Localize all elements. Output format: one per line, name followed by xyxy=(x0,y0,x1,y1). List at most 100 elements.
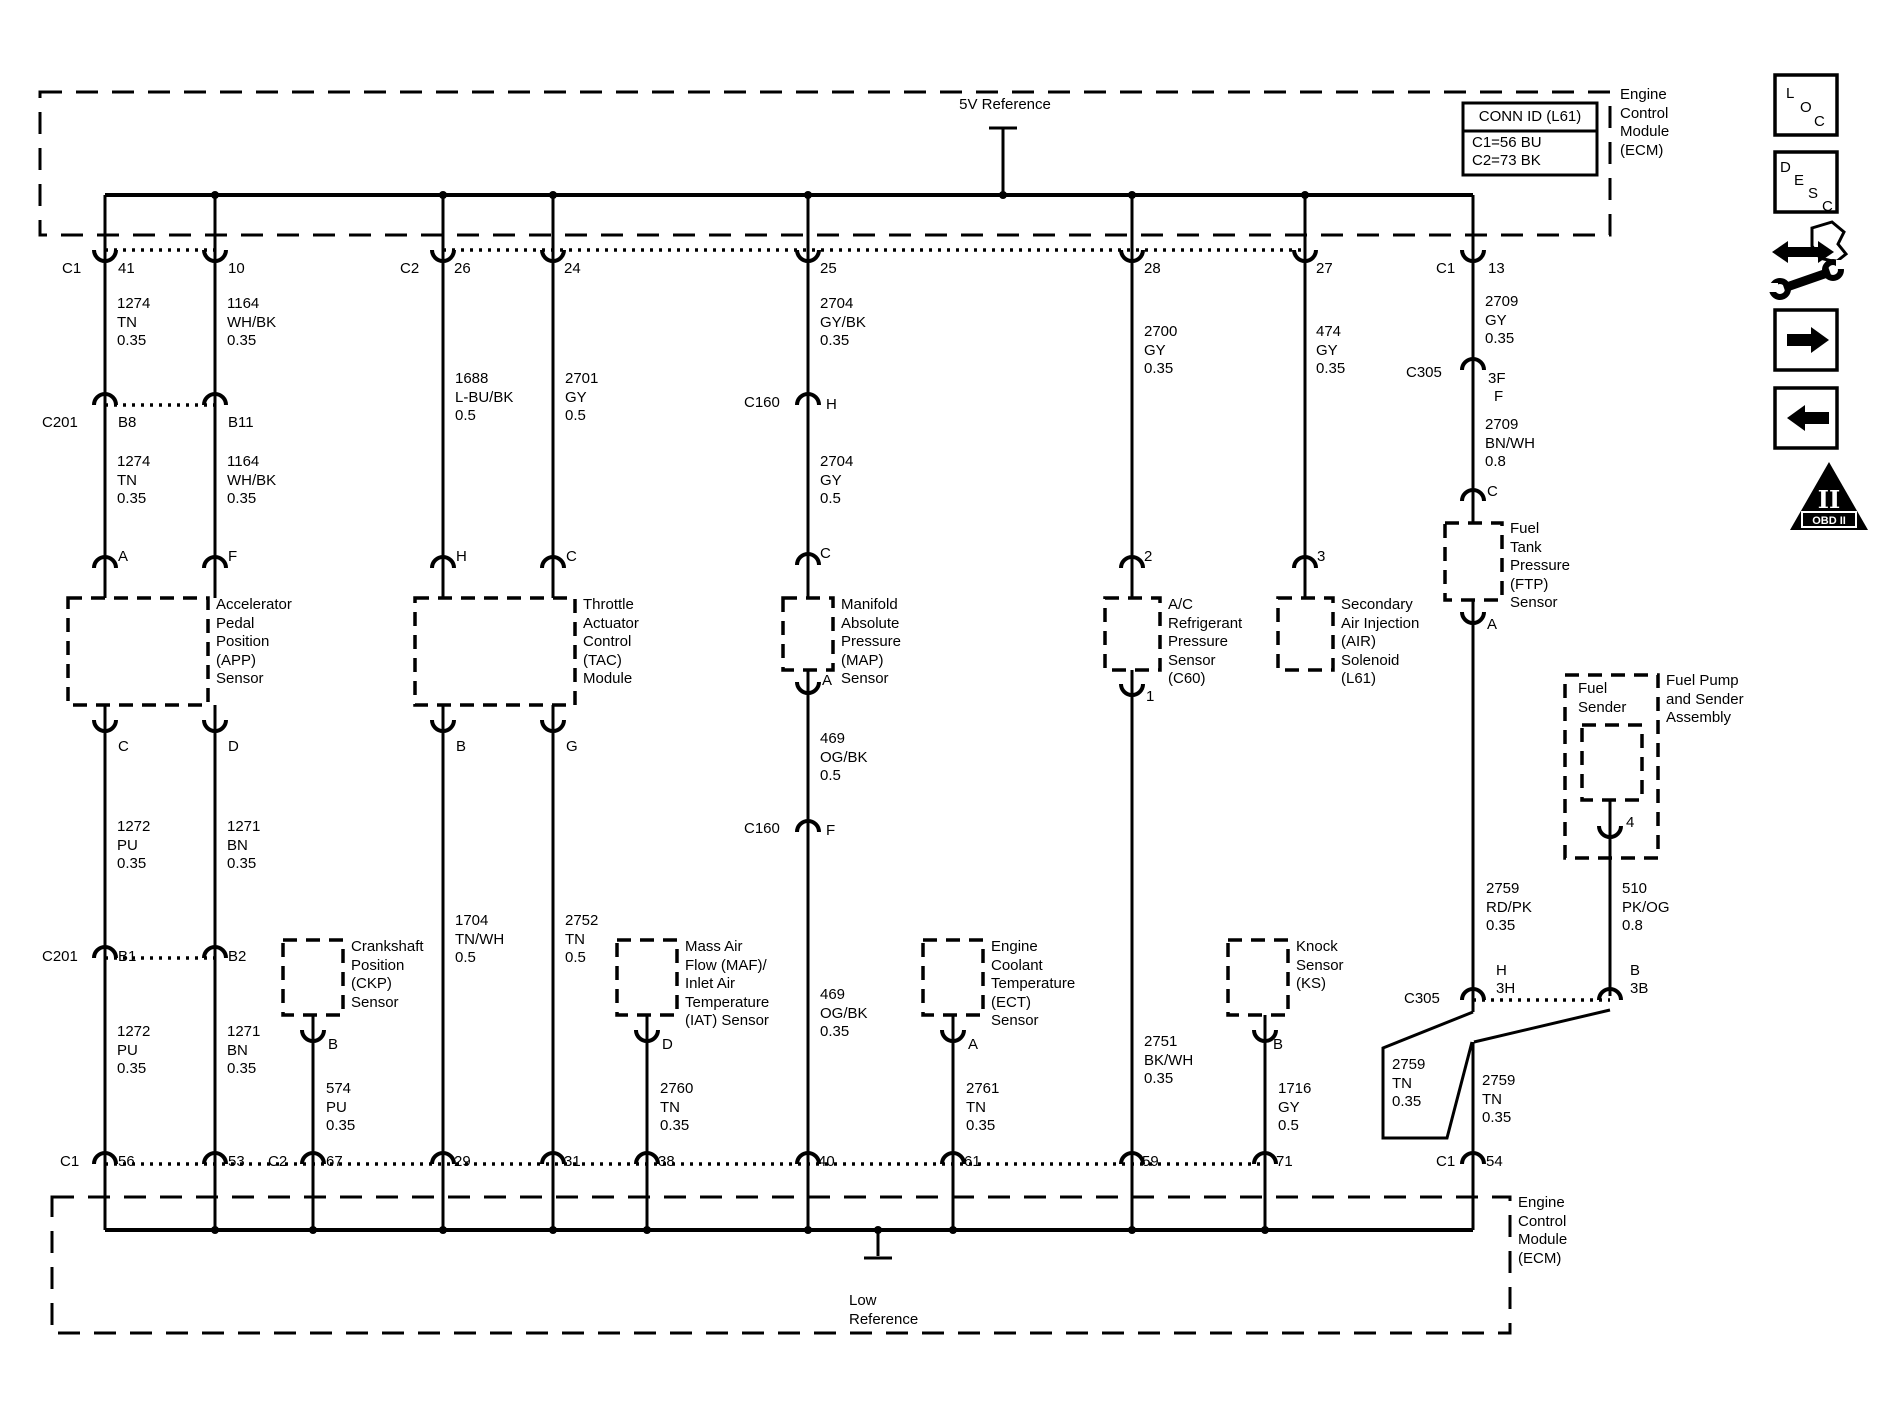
connector-c305-bottom: C305 xyxy=(1404,990,1440,1007)
pin-29: 29 xyxy=(454,1153,471,1170)
connector-c305-top: C305 xyxy=(1406,364,1442,381)
ftp-sensor-label: Fuel Tank Pressure (FTP) Sensor xyxy=(1510,520,1571,611)
pin-38: 38 xyxy=(658,1153,675,1170)
desc-letter-e: E xyxy=(1794,172,1804,189)
pin-c1-top-right: C1 xyxy=(1436,260,1456,277)
pin-27: 27 xyxy=(1316,260,1333,277)
pin-26: 26 xyxy=(454,260,471,277)
conn-id-box xyxy=(1461,101,1599,177)
wire-2701: 2701 GY 0.5 xyxy=(565,370,599,424)
wire-1271-lower: 1271 BN 0.35 xyxy=(227,1023,261,1077)
pin-31: 31 xyxy=(564,1153,581,1170)
pin-54: 54 xyxy=(1486,1153,1503,1170)
wire-1271-upper: 1271 BN 0.35 xyxy=(227,818,261,872)
pin-d-app: D xyxy=(228,738,239,755)
wire-469-upper: 469 OG/BK 0.5 xyxy=(820,730,868,784)
ckp-sensor-box xyxy=(281,938,345,1017)
pin-67: 67 xyxy=(326,1153,343,1170)
forward-arrow-button[interactable] xyxy=(1773,308,1839,372)
air-solenoid-box xyxy=(1276,596,1335,672)
wire-1164-top: 1164 WH/BK 0.35 xyxy=(227,295,277,349)
pin-c-app: C xyxy=(118,738,129,755)
pin-a-map: A xyxy=(822,672,833,689)
wire-2759-tn-left: 2759 TN 0.35 xyxy=(1392,1056,1426,1110)
loc-button[interactable]: L O C xyxy=(1773,73,1839,137)
pin-1-ac: 1 xyxy=(1146,688,1155,705)
ac-pressure-sensor-label: A/C Refrigerant Pressure Sensor (C60) xyxy=(1168,596,1243,687)
ecm-top-box xyxy=(38,90,1612,237)
connector-c201-bottom: C201 xyxy=(42,948,78,965)
pin-h-tac: H xyxy=(456,548,467,565)
app-sensor-box xyxy=(66,596,210,707)
obd2-label: OBD II xyxy=(1812,515,1846,527)
desc-letter-d: D xyxy=(1780,159,1791,176)
pin-h-c305: H xyxy=(1496,962,1507,979)
maf-iat-sensor-label: Mass Air Flow (MAF)/ Inlet Air Temperatu… xyxy=(685,938,770,1029)
pin-41: 41 xyxy=(118,260,135,277)
pin-b-ks: B xyxy=(1273,1036,1284,1053)
pin-c1-top: C1 xyxy=(62,260,82,277)
pin-b2: B2 xyxy=(228,948,247,965)
wire-474: 474 GY 0.35 xyxy=(1316,323,1346,377)
pin-g-tac: G xyxy=(566,738,578,755)
connector-c160-top: C160 xyxy=(744,394,780,411)
wire-2752: 2752 TN 0.5 xyxy=(565,912,599,966)
pin-b8: B8 xyxy=(118,414,137,431)
pin-40: 40 xyxy=(818,1153,835,1170)
connector-c160-bottom: C160 xyxy=(744,820,780,837)
connector-c201-top: C201 xyxy=(42,414,78,431)
obd2-badge: II OBD II xyxy=(1790,462,1868,530)
wire-1272-lower: 1272 PU 0.35 xyxy=(117,1023,151,1077)
pin-f-app: F xyxy=(228,548,238,565)
knock-sensor-label: Knock Sensor (KS) xyxy=(1296,938,1344,992)
ftp-return-crossover-wire xyxy=(1381,1010,1475,1230)
desc-button[interactable]: D E S C xyxy=(1773,150,1839,215)
wire-1274-mid: 1274 TN 0.35 xyxy=(117,453,151,507)
pin-b1: B1 xyxy=(118,948,137,965)
ac-pressure-sensor-box xyxy=(1103,596,1162,672)
pin-3f: 3F xyxy=(1488,370,1506,387)
conn-id-row-c1: C1=56 BU xyxy=(1472,134,1542,151)
wire-2709-gy: 2709 GY 0.35 xyxy=(1485,293,1519,347)
map-sensor-box xyxy=(781,596,835,672)
pin-b-c305: B xyxy=(1630,962,1641,979)
wire-2759-tn-right: 2759 TN 0.35 xyxy=(1482,1072,1516,1126)
pin-b-tac: B xyxy=(456,738,467,755)
pin-a-ect: A xyxy=(968,1036,979,1053)
wire-1704: 1704 TN/WH 0.5 xyxy=(455,912,505,966)
ecm-bottom-box xyxy=(50,1195,1512,1335)
pin-10: 10 xyxy=(228,260,245,277)
wire-1272-upper: 1272 PU 0.35 xyxy=(117,818,151,872)
pin-25: 25 xyxy=(820,260,837,277)
pin-c-tac: C xyxy=(566,548,577,565)
five-v-reference-label: 5V Reference xyxy=(959,96,1051,113)
connector-arcs-down xyxy=(92,357,1623,1165)
wire-1164-mid: 1164 WH/BK 0.35 xyxy=(227,453,277,507)
fuel-sender-signal-wire xyxy=(1473,800,1612,1044)
desc-letter-c: C xyxy=(1822,198,1833,215)
pin-c-ftp: C xyxy=(1487,483,1498,500)
low-reference-ground-stub xyxy=(864,1230,892,1260)
wire-2700: 2700 GY 0.35 xyxy=(1144,323,1178,377)
connector-row-dotted-links xyxy=(105,248,1610,1166)
pin-h-c160: H xyxy=(826,396,837,413)
wire-2704-gybk: 2704 GY/BK 0.35 xyxy=(820,295,866,349)
ftp-sensor-box xyxy=(1443,521,1504,602)
pin-13: 13 xyxy=(1488,260,1505,277)
map-sensor-label: Manifold Absolute Pressure (MAP) Sensor xyxy=(841,596,902,687)
pin-28: 28 xyxy=(1144,260,1161,277)
back-arrow-button[interactable] xyxy=(1773,386,1839,450)
5v-reference-stub xyxy=(989,126,1017,195)
pin-c1-bottom: C1 xyxy=(60,1153,80,1170)
wire-2759-rdpk: 2759 RD/PK 0.35 xyxy=(1486,880,1532,934)
app-sensor-label: Accelerator Pedal Position (APP) Sensor xyxy=(216,596,292,687)
pin-59: 59 xyxy=(1142,1153,1159,1170)
repair-wrench-icon[interactable] xyxy=(1768,220,1849,300)
fuel-sender-box xyxy=(1580,723,1644,802)
ecm-bottom-title: Engine Control Module (ECM) xyxy=(1518,1194,1568,1267)
pin-61: 61 xyxy=(964,1153,981,1170)
pin-c-map: C xyxy=(820,545,831,562)
pin-c1-bottom-right: C1 xyxy=(1436,1153,1456,1170)
pin-f-c305: F xyxy=(1494,388,1504,405)
